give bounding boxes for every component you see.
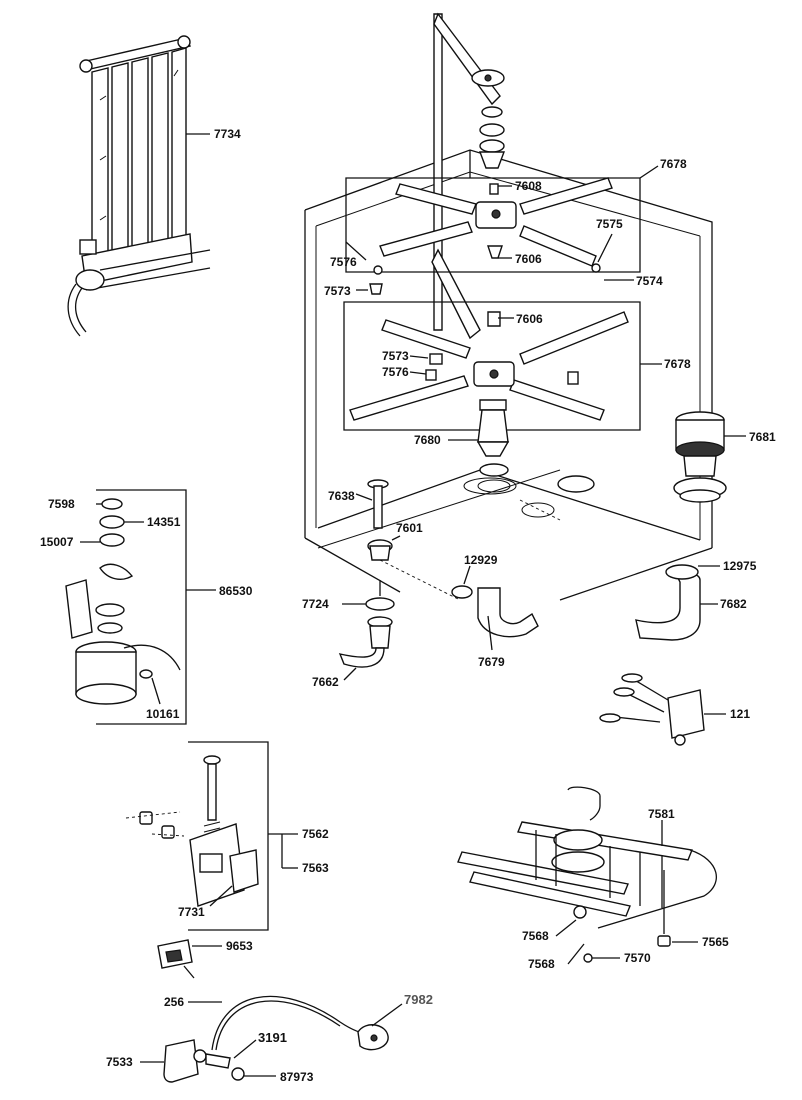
supply-tube [431, 12, 506, 340]
callout-3191: 3191 [258, 1030, 287, 1045]
callout-7568-upper: 7568 [522, 929, 549, 943]
overflow-parts [367, 479, 393, 561]
callout-7576-upper: 7576 [330, 255, 357, 269]
callout-256: 256 [164, 995, 184, 1009]
filter-assembly-7681 [673, 411, 727, 503]
callout-7581: 7581 [648, 807, 675, 821]
callout-15007: 15007 [40, 535, 74, 549]
callout-9653: 9653 [226, 939, 253, 953]
callout-7575: 7575 [596, 217, 623, 231]
callout-7574: 7574 [636, 274, 663, 288]
callout-86530: 86530 [219, 584, 253, 598]
switch-9653 [157, 939, 195, 979]
callout-12975: 12975 [723, 559, 757, 573]
callout-7662: 7662 [312, 675, 339, 689]
callout-7568-lower: 7568 [528, 957, 555, 971]
callout-7598: 7598 [48, 497, 75, 511]
callout-7570: 7570 [624, 951, 651, 965]
callout-10161: 10161 [146, 707, 180, 721]
callout-12929: 12929 [464, 553, 498, 567]
callout-7681: 7681 [749, 430, 776, 444]
callout-7533: 7533 [106, 1055, 133, 1069]
callout-7679: 7679 [478, 655, 505, 669]
callout-87973: 87973 [280, 1070, 314, 1084]
callout-7565: 7565 [702, 935, 729, 949]
callout-7562: 7562 [302, 827, 329, 841]
heater-support-assembly [457, 786, 717, 947]
water-valve-121 [599, 673, 705, 746]
detergent-dispenser-group [65, 489, 187, 725]
callout-7734: 7734 [214, 127, 241, 141]
heating-element-7734 [67, 35, 211, 337]
callout-7606-lower: 7606 [516, 312, 543, 326]
callout-121: 121 [730, 707, 750, 721]
callout-7678-upper: 7678 [660, 157, 687, 171]
callout-14351: 14351 [147, 515, 181, 529]
callout-7682: 7682 [720, 597, 747, 611]
callout-7573-lower: 7573 [382, 349, 409, 363]
callout-7606-upper: 7606 [515, 252, 542, 266]
latch-cable-assembly [163, 995, 389, 1083]
callout-7601: 7601 [396, 521, 423, 535]
callout-7724: 7724 [302, 597, 329, 611]
drain-parts [338, 564, 701, 668]
callout-7680: 7680 [414, 433, 441, 447]
callout-7638: 7638 [328, 489, 355, 503]
upper-spray-arm [345, 177, 641, 295]
callout-7982: 7982 [404, 992, 433, 1007]
callout-7678-lower: 7678 [664, 357, 691, 371]
timer-assembly [125, 741, 269, 931]
callout-7731: 7731 [178, 905, 205, 919]
callout-7563: 7563 [302, 861, 329, 875]
tub-outline [304, 149, 713, 601]
lower-spray-arm [343, 301, 641, 493]
callout-7608: 7608 [515, 179, 542, 193]
callout-7576-lower: 7576 [382, 365, 409, 379]
callout-7573-upper: 7573 [324, 284, 351, 298]
